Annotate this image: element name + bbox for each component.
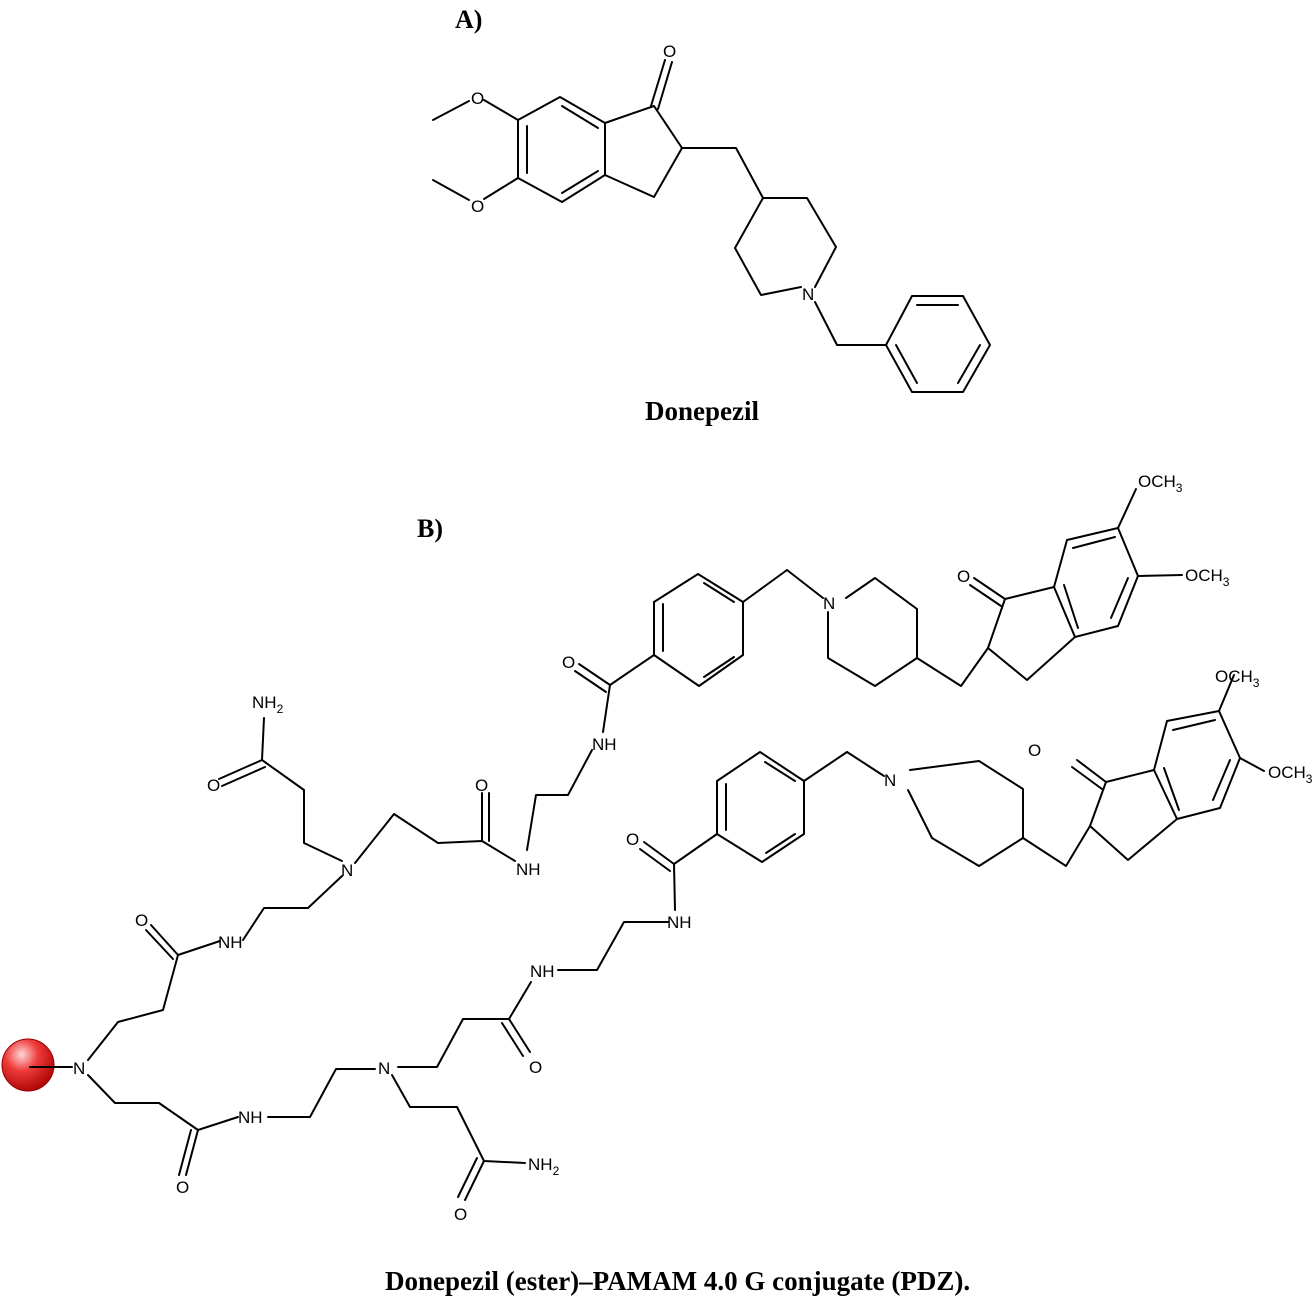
pamam-dendron-bonds xyxy=(29,717,669,1201)
methoxy-group: OCH3 xyxy=(1268,763,1313,786)
lower-donepezil-unit xyxy=(639,674,1265,911)
tertiary-amine-nitrogen: N xyxy=(341,861,353,880)
amide-nh: NH xyxy=(218,933,243,952)
panel-a-label: A) xyxy=(455,5,482,34)
ketone-oxygen: O xyxy=(663,42,676,61)
amide-oxygen: O xyxy=(562,653,575,672)
piperidine-nitrogen: N xyxy=(823,594,835,613)
amide-nh: NH xyxy=(592,735,617,754)
methoxy-group: OCH3 xyxy=(1185,566,1230,589)
amide-oxygen: O xyxy=(454,1205,467,1224)
terminal-amine-group: NH2 xyxy=(528,1155,560,1178)
amide-nh: NH xyxy=(530,962,555,981)
panel-b: B) OCH3 OCH3 O xyxy=(1,472,1313,1296)
amide-oxygen: O xyxy=(176,1178,189,1197)
methoxy-oxygen: O xyxy=(471,89,484,108)
amide-nh: NH xyxy=(667,913,692,932)
dendrimer-core-sphere xyxy=(1,1038,55,1092)
panel-a: A) xyxy=(432,5,991,426)
ketone-oxygen: O xyxy=(957,567,970,586)
panel-a-caption: Donepezil xyxy=(645,396,759,426)
amide-oxygen: O xyxy=(529,1058,542,1077)
upper-donepezil-unit xyxy=(574,488,1183,733)
terminal-amine-group: NH2 xyxy=(252,693,284,716)
amide-oxygen: O xyxy=(135,911,148,930)
methoxy-group: OCH3 xyxy=(1138,472,1183,495)
donepezil-bonds xyxy=(432,59,991,393)
tertiary-amine-nitrogen: N xyxy=(378,1059,390,1078)
amide-nh: NH xyxy=(238,1108,263,1127)
methoxy-group: OCH3 xyxy=(1215,667,1260,690)
amide-nh: NH xyxy=(516,860,541,879)
piperidine-nitrogen: N xyxy=(802,285,814,304)
panel-b-caption: Donepezil (ester)–PAMAM 4.0 G conjugate … xyxy=(385,1266,970,1296)
core-nitrogen: N xyxy=(73,1059,85,1078)
methoxy-oxygen: O xyxy=(471,197,484,216)
panel-b-label: B) xyxy=(417,514,443,543)
amide-oxygen: O xyxy=(207,776,220,795)
ketone-oxygen: O xyxy=(1028,741,1041,760)
amide-oxygen: O xyxy=(626,830,639,849)
amide-oxygen: O xyxy=(475,776,488,795)
piperidine-nitrogen: N xyxy=(884,771,896,790)
